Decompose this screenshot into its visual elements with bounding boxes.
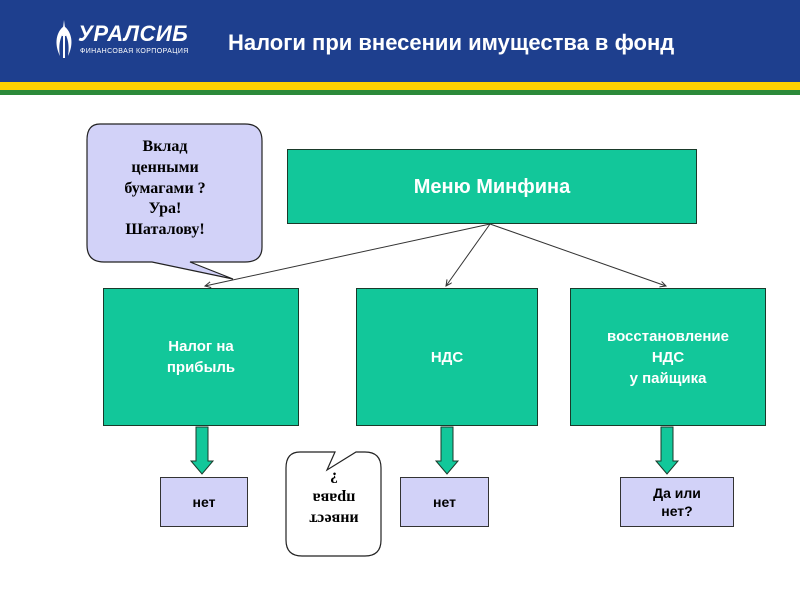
header-stripe-yellow — [0, 82, 800, 90]
slide-title: Налоги при внесении имущества в фонд — [228, 30, 675, 55]
minfin-menu-box: Меню Минфина — [287, 149, 697, 224]
profit-tax-box: Налог на прибыль — [103, 288, 299, 426]
block-arrow-3 — [654, 426, 680, 475]
header-stripe-green — [0, 90, 800, 95]
vat-restore-box: восстановление НДС у пайщика — [570, 288, 766, 426]
speech-bubble-2 — [285, 451, 382, 557]
bubble-1-text: Вклад ценными бумагами ? Ура! Шаталову! — [124, 138, 206, 239]
arrow-to-profit-tax — [205, 223, 491, 286]
arrow-to-vat — [446, 223, 491, 286]
bubble-2-text: инвест права ? — [309, 468, 359, 528]
logo-name: УРАЛСИБ — [78, 21, 189, 46]
vat-box: НДС — [356, 288, 538, 426]
speech-bubble-1 — [86, 123, 263, 280]
block-arrow-1 — [189, 426, 215, 475]
arrow-to-vat-restore — [489, 223, 666, 286]
answer-box-2: нет — [400, 477, 489, 527]
block-arrow-2 — [434, 426, 460, 475]
header-bar — [0, 0, 800, 82]
logo-subtitle: ФИНАНСОВАЯ КОРПОРАЦИЯ — [80, 48, 189, 55]
uralsib-logo: УРАЛСИБ ФИНАНСОВАЯ КОРПОРАЦИЯ — [52, 18, 202, 64]
answer-box-1: нет — [160, 477, 248, 527]
answer-box-3: Да или нет? — [620, 477, 734, 527]
logo-emblem-icon — [56, 20, 72, 58]
